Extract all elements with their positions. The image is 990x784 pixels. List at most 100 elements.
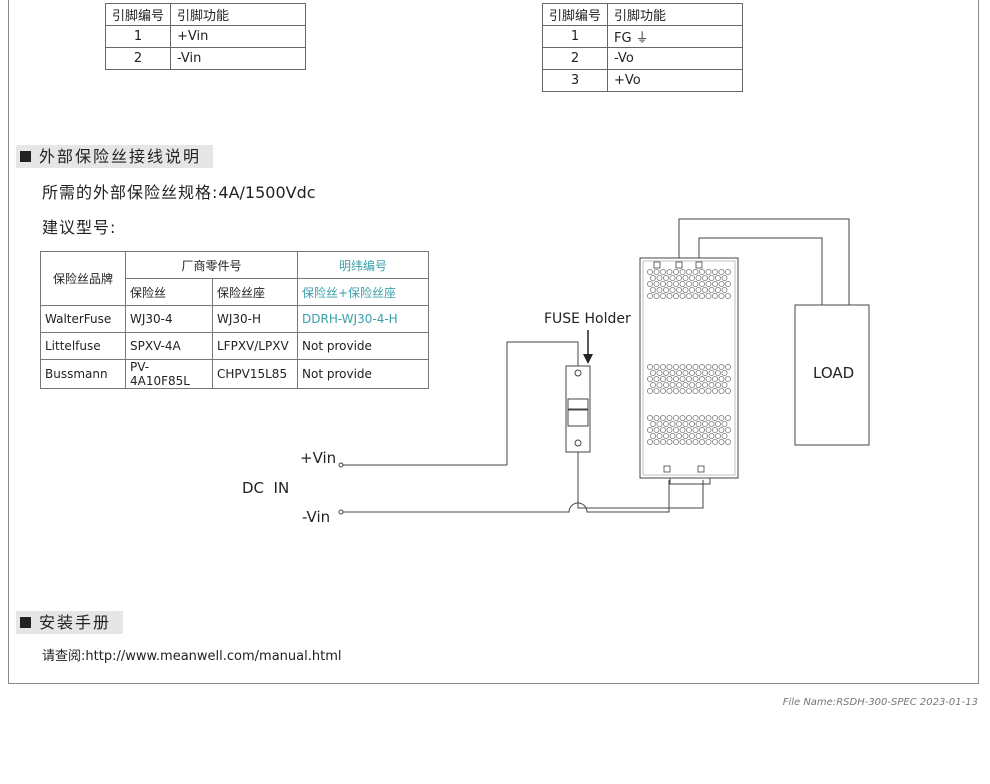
vent-hole	[695, 421, 702, 427]
vent-hole	[653, 439, 660, 445]
page-frame	[8, 0, 979, 684]
vent-hole	[666, 281, 673, 287]
vent-hole	[705, 388, 712, 394]
maker-part-header: 厂商零件号	[125, 251, 298, 279]
vent-hole	[702, 275, 708, 281]
vent-hole	[695, 275, 702, 281]
vent-hole	[653, 376, 660, 382]
vent-hole	[699, 415, 705, 421]
vent-hole	[682, 370, 689, 376]
vent-hole	[656, 433, 663, 439]
vent-hole	[712, 376, 718, 382]
table-row: 1 FG ⏚	[542, 25, 743, 48]
vent-hole	[653, 415, 660, 421]
vent-hole	[663, 433, 669, 439]
vent-hole	[715, 382, 721, 388]
vent-hole	[692, 376, 699, 382]
pin-function: -Vin	[170, 47, 306, 70]
vent-hole	[647, 269, 653, 275]
vent-hole	[708, 287, 715, 293]
vent-hole	[715, 421, 721, 427]
vent-hole	[689, 382, 695, 388]
manual-section-heading: 安装手册	[16, 611, 124, 634]
vent-hole	[708, 382, 715, 388]
vent-hole	[708, 275, 715, 281]
vent-hole	[676, 382, 682, 388]
vent-hole	[686, 415, 692, 421]
vent-hole	[660, 269, 666, 275]
plus-vin-label: +Vin	[300, 449, 337, 467]
vent-hole	[669, 421, 676, 427]
fuse-recommend-table: 保险丝品牌 厂商零件号 明纬编号 保险丝 保险丝座 保险丝+保险丝座 Walte…	[40, 251, 429, 389]
pin-no-header: 引脚编号	[542, 3, 608, 26]
vent-hole	[656, 382, 663, 388]
vent-hole	[647, 427, 653, 433]
vent-hole	[660, 281, 666, 287]
vent-hole	[673, 415, 679, 421]
vent-hole	[695, 382, 702, 388]
vent-hole	[660, 439, 666, 445]
vent-hole	[686, 427, 692, 433]
vent-hole	[660, 427, 666, 433]
vent-hole	[692, 281, 699, 287]
table-row: Littelfuse SPXV-4A LFPXV/LPXV Not provid…	[40, 332, 429, 360]
vent-hole	[673, 293, 679, 299]
terminal-icon	[338, 462, 344, 468]
vent-hole	[721, 382, 728, 388]
vent-hole	[673, 427, 679, 433]
vent-hole	[660, 376, 666, 382]
vent-hole	[679, 427, 686, 433]
vent-hole	[718, 281, 725, 287]
manual-link-text[interactable]: 请查阅:http://www.meanwell.com/manual.html	[42, 649, 342, 664]
vent-hole	[692, 388, 699, 394]
vent-hole	[695, 287, 702, 293]
vent-hole	[647, 376, 653, 382]
vent-hole	[705, 427, 712, 433]
vent-hole	[686, 293, 692, 299]
vent-hole	[682, 421, 689, 427]
vent-hole	[718, 388, 725, 394]
vent-hole	[718, 415, 725, 421]
power-module-icon	[639, 257, 739, 485]
vent-hole	[660, 415, 666, 421]
vent-hole	[702, 287, 708, 293]
vent-hole	[679, 439, 686, 445]
vent-hole	[689, 421, 695, 427]
vent-hole	[689, 275, 695, 281]
vent-hole	[679, 376, 686, 382]
vent-hole	[705, 293, 712, 299]
vent-hole	[682, 287, 689, 293]
pin-function: +Vo	[607, 69, 743, 92]
vent-hole	[650, 370, 656, 376]
vent-hole	[715, 433, 721, 439]
vent-hole	[715, 275, 721, 281]
vent-hole	[647, 281, 653, 287]
fuse-spec-value: 4A/1500Vdc	[218, 183, 316, 202]
vent-hole	[686, 281, 692, 287]
holder-cell: CHPV15L85	[212, 359, 298, 389]
output-pin-table: 引脚编号 引脚功能 1 FG ⏚ 2 -Vo 3 +Vo	[542, 3, 743, 92]
fuse-subheader: 保险丝	[125, 278, 213, 306]
terminal-icon	[338, 509, 344, 515]
vent-hole	[725, 376, 731, 382]
vent-hole	[689, 370, 695, 376]
vent-hole	[708, 421, 715, 427]
vent-hole	[663, 421, 669, 427]
load-label: LOAD	[813, 364, 855, 382]
vent-hole	[695, 370, 702, 376]
vent-hole	[647, 415, 653, 421]
vent-hole	[676, 287, 682, 293]
recommend-label: 建议型号:	[42, 218, 117, 237]
vent-hole	[718, 427, 725, 433]
vent-hole	[660, 364, 666, 370]
vent-hole	[650, 421, 656, 427]
vent-hole	[712, 269, 718, 275]
vent-hole	[666, 293, 673, 299]
fuse-section-title: 外部保险丝接线说明	[39, 147, 202, 166]
vent-hole	[725, 293, 731, 299]
vent-hole	[663, 287, 669, 293]
vent-hole	[682, 275, 689, 281]
vent-hole	[689, 433, 695, 439]
vent-hole	[669, 275, 676, 281]
vent-hole	[676, 275, 682, 281]
